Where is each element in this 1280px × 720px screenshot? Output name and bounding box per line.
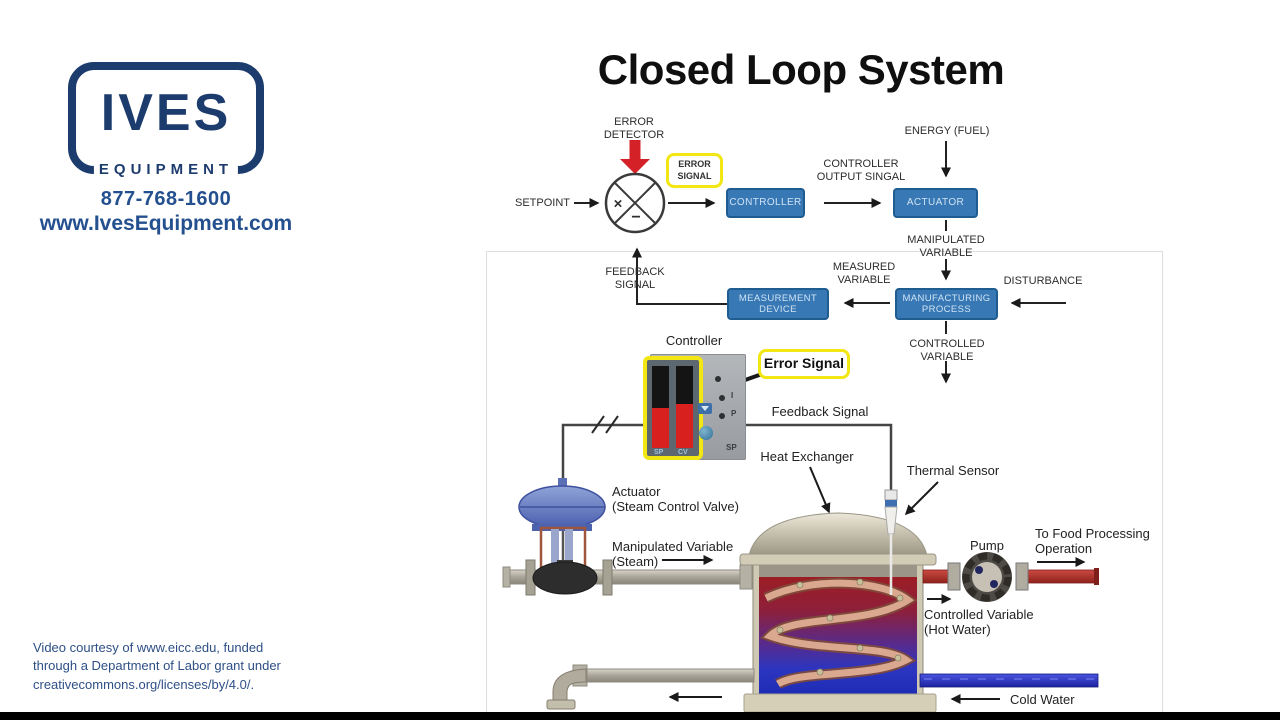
disturbance-label: DISTURBANCE bbox=[1003, 275, 1083, 287]
manipulated-variable-photo-label: Manipulated Variable (Steam) bbox=[612, 539, 734, 570]
block-diagram-arrows bbox=[574, 141, 1066, 384]
panel-dot bbox=[719, 395, 725, 401]
panel-rotate-button bbox=[699, 426, 713, 440]
pump-label: Pump bbox=[970, 538, 1004, 553]
panel-dot bbox=[719, 413, 725, 419]
drain-pipe bbox=[546, 664, 755, 710]
ives-logo: IVES EQUIPMENT bbox=[68, 62, 264, 178]
panel-dot bbox=[715, 376, 721, 382]
cv-bar-label: CV bbox=[678, 449, 688, 456]
controller-block: CONTROLLER bbox=[726, 188, 805, 218]
junction-multiply-symbol: × bbox=[613, 195, 623, 213]
thermal-sensor-probe bbox=[884, 489, 898, 595]
sp-bar bbox=[652, 366, 669, 448]
controller-display: SP CV bbox=[643, 356, 703, 460]
panel-i-label: I bbox=[731, 391, 734, 400]
controlled-variable-photo-label: Controlled Variable (Hot Water) bbox=[924, 607, 1034, 638]
steam-coil bbox=[759, 577, 917, 689]
steam-control-valve bbox=[518, 478, 613, 596]
setpoint-label: SETPOINT bbox=[514, 197, 570, 209]
pump bbox=[947, 552, 1029, 602]
logo-text: IVES bbox=[100, 84, 232, 142]
hot-water-pipe bbox=[922, 568, 1099, 585]
feedback-signal-photo-label: Feedback Signal bbox=[771, 404, 869, 419]
controller-wires bbox=[561, 423, 893, 492]
feedback-signal-label: FEEDBACK SIGNAL bbox=[605, 266, 665, 292]
measured-variable-label: MEASURED VARIABLE bbox=[832, 261, 896, 287]
controlled-variable-label: CONTROLLED VARIABLE bbox=[909, 338, 985, 364]
phone-number: 877-768-1600 bbox=[100, 188, 232, 210]
heat-exchanger-tank bbox=[739, 512, 937, 713]
error-detector-red-arrow bbox=[620, 140, 650, 174]
sp-bar-label: SP bbox=[654, 449, 664, 456]
error-signal-highlight: ERROR SIGNAL bbox=[666, 153, 723, 188]
panel-down-button bbox=[698, 403, 712, 414]
letterbox-bar bbox=[0, 712, 1280, 720]
wire-break-marks bbox=[591, 415, 619, 434]
thermal-sensor-label: Thermal Sensor bbox=[906, 463, 1000, 478]
logo-subtext: EQUIPMENT bbox=[93, 161, 239, 178]
junction-minus-symbol: − bbox=[631, 209, 641, 226]
controller-photo-label: Controller bbox=[665, 333, 723, 348]
cold-water-pipe bbox=[919, 673, 1099, 688]
page-title: Closed Loop System bbox=[597, 46, 1005, 93]
error-detector-label: ERROR DETECTOR bbox=[603, 116, 665, 142]
heat-exchanger-label: Heat Exchanger bbox=[760, 449, 854, 464]
manufacturing-process-block: MANUFACTURING PROCESS bbox=[895, 288, 998, 320]
error-signal-callout: Error Signal bbox=[758, 349, 850, 379]
cold-water-label: Cold Water bbox=[1010, 692, 1075, 707]
food-processing-label: To Food Processing Operation bbox=[1035, 526, 1150, 557]
cv-bar bbox=[676, 366, 693, 448]
panel-p-label: P bbox=[731, 409, 737, 418]
measurement-device-block: MEASUREMENT DEVICE bbox=[727, 288, 829, 320]
actuator-block: ACTUATOR bbox=[893, 188, 978, 218]
manipulated-variable-label: MANIPULATED VARIABLE bbox=[907, 234, 985, 260]
actuator-photo-label: Actuator (Steam Control Valve) bbox=[612, 484, 739, 515]
courtesy-text: Video courtesy of www.eicc.edu, funded t… bbox=[33, 640, 281, 692]
panel-sp-label: SP bbox=[726, 443, 737, 452]
summing-junction bbox=[604, 172, 666, 234]
controller-output-label: CONTROLLER OUTPUT SINGAL bbox=[816, 158, 906, 184]
energy-fuel-label: ENERGY (FUEL) bbox=[904, 125, 990, 137]
website-url: www.IvesEquipment.com bbox=[39, 212, 293, 235]
